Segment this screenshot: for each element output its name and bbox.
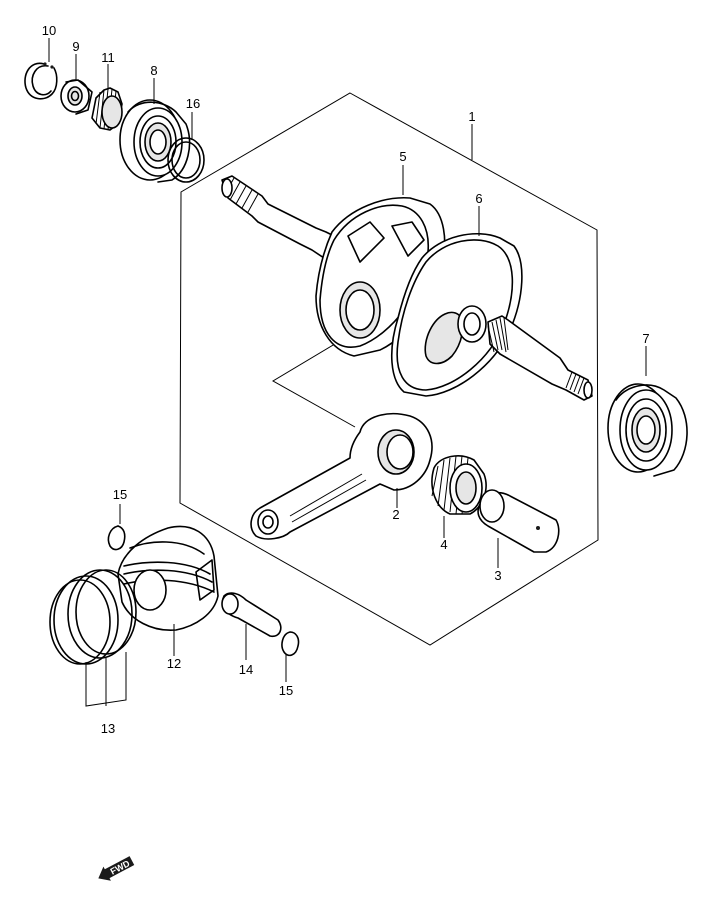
label-part-16: 16: [186, 96, 200, 111]
label-part-10: 10: [42, 23, 56, 38]
crankshaft-left-shaft: [221, 175, 343, 263]
ring-16: [167, 137, 205, 183]
piston-12: [117, 525, 219, 631]
label-part-8: 8: [150, 63, 157, 78]
connecting-rod-2: [250, 412, 433, 540]
label-part-15-top: 15: [113, 487, 127, 502]
label-part-1: 1: [468, 109, 475, 124]
bearing-8: [119, 99, 191, 183]
circlip-15-bottom: [281, 631, 300, 657]
label-part-5: 5: [399, 149, 406, 164]
label-part-9: 9: [72, 39, 79, 54]
label-part-14: 14: [239, 662, 253, 677]
label-part-7: 7: [642, 331, 649, 346]
label-part-13: 13: [101, 721, 115, 736]
piston-pin-14: [221, 592, 282, 638]
assembly-outline: [179, 92, 599, 646]
forward-arrow-icon: FWD: [98, 856, 135, 881]
needle-bearing-4: [431, 455, 487, 515]
bearing-7: [607, 383, 688, 477]
label-part-15-bottom: 15: [279, 683, 293, 698]
label-part-2: 2: [392, 507, 399, 522]
bearing-9: [60, 79, 93, 115]
circlip-15-top: [107, 525, 126, 551]
part-labels: 1 2 3 4 5 6 7 8 9 10 11 12 13 14 15 15 1…: [42, 23, 650, 736]
label-part-3: 3: [494, 568, 501, 583]
label-part-6: 6: [475, 191, 482, 206]
gear-11: [91, 87, 123, 131]
circlip-10: [24, 62, 58, 100]
leader-lines: [48, 38, 647, 682]
crank-pin-3: [477, 489, 560, 553]
crankshaft-right-shaft: [487, 315, 593, 401]
flywheel-6: [390, 232, 523, 397]
piston-rings-13: [49, 569, 137, 707]
label-part-4: 4: [440, 537, 447, 552]
label-part-12: 12: [167, 656, 181, 671]
label-part-11: 11: [101, 50, 115, 65]
